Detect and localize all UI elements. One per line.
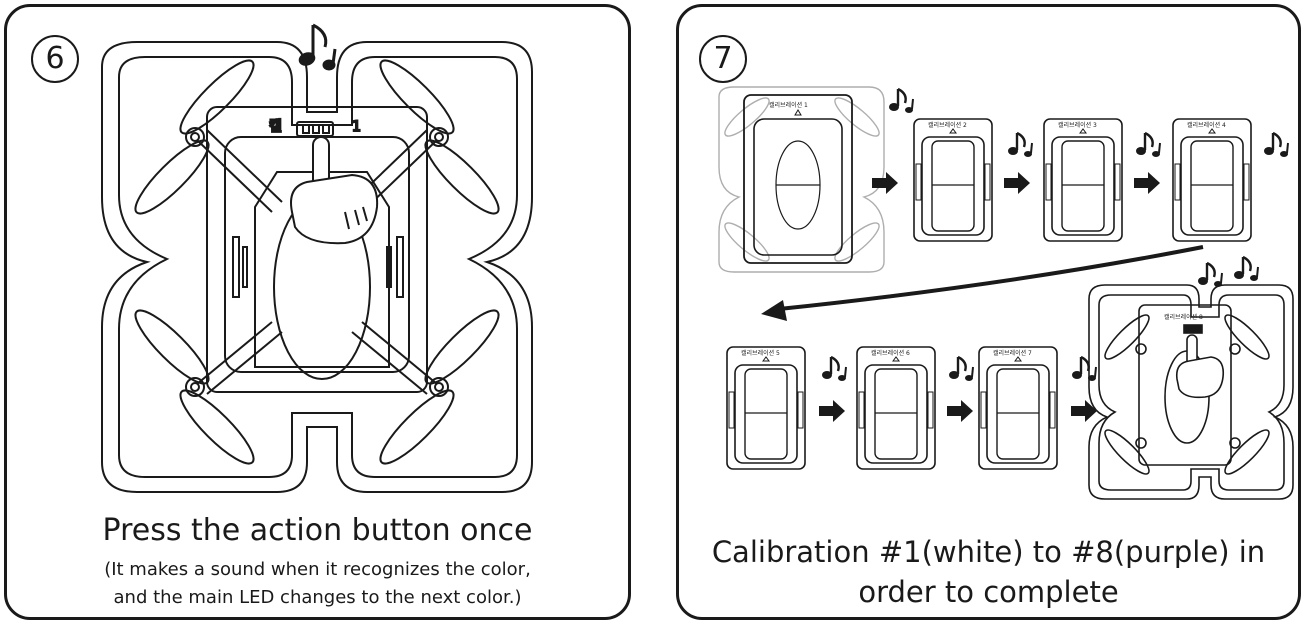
step-7-title-line-2: order to complete — [858, 575, 1119, 609]
step-7-number: 7 — [699, 35, 747, 83]
music-note-icon — [947, 355, 975, 383]
calibration-pad-icon: 캘리브레이션 4 — [1172, 118, 1252, 242]
step-7-illustration: 캘리브레이션 1 캘리브레이션 2 캘리브레이션 3 캘리브레이션 4 캘리브레… — [718, 86, 1294, 500]
calibration-pad-icon: 캘리브레이션 5 — [726, 346, 806, 470]
arrow-right-icon — [1071, 400, 1097, 422]
pad-label: 캘리브레이션 1 — [769, 101, 808, 109]
arrow-right-icon — [819, 400, 845, 422]
music-note-icon — [1196, 261, 1224, 289]
music-note-icon — [820, 355, 848, 383]
calibration-pad-icon: 캘리브레이션 7 — [978, 346, 1058, 470]
curved-arrow-icon — [761, 245, 1204, 321]
step-6-note-line-1: (It makes a sound when it recognizes the… — [104, 559, 531, 580]
music-note-icon — [1134, 131, 1162, 159]
arrow-right-icon — [1134, 172, 1160, 194]
pad-label: 캘리브레이션 2 — [928, 121, 967, 129]
music-note-icon — [1262, 131, 1290, 159]
step-6-title: Press the action button once — [102, 513, 533, 548]
music-note-icon — [887, 87, 915, 115]
music-note-icon — [1006, 131, 1034, 159]
step-6-illustration: 캘 1 — [101, 23, 533, 493]
step-7-title-line-1: Calibration #1(white) to #8(purple) in — [711, 535, 1266, 569]
pad-label: 캘리브레이션 3 — [1058, 121, 1097, 129]
music-note-icon — [1232, 255, 1260, 283]
music-note-icon — [1070, 355, 1098, 383]
drone-icon — [101, 41, 533, 493]
hand-press-icon — [290, 136, 379, 245]
music-note-icon — [298, 23, 337, 71]
arrow-right-icon — [1004, 172, 1030, 194]
drone-icon — [1088, 284, 1294, 500]
pad-label-number: 1 — [352, 119, 361, 135]
calibration-pad-icon: 캘리브레이션 6 — [856, 346, 936, 470]
calibration-pad-icon: 캘리브레이션 2 — [913, 118, 993, 242]
calibration-pad-icon: 캘리브레이션 1 — [718, 86, 885, 273]
arrow-right-icon — [947, 400, 973, 422]
step-7-panel: 7 — [676, 4, 1301, 620]
pad-label: 캘리브레이션 6 — [871, 349, 910, 357]
pad-label: 캘리브레이션 8 — [1164, 313, 1203, 321]
step-6-note-line-2: and the main LED changes to the next col… — [113, 587, 522, 608]
hand-press-icon — [1175, 334, 1225, 399]
pad-label: 캘리브레이션 5 — [741, 349, 780, 357]
pad-label-partial: 캘 — [269, 119, 282, 135]
calibration-pad-icon: 캘리브레이션 3 — [1043, 118, 1123, 242]
step-6-number: 6 — [31, 35, 79, 83]
pad-label: 캘리브레이션 4 — [1187, 121, 1226, 129]
step-6-panel: 6 캘 1 — [4, 4, 631, 620]
pad-label: 캘리브레이션 7 — [993, 349, 1032, 357]
